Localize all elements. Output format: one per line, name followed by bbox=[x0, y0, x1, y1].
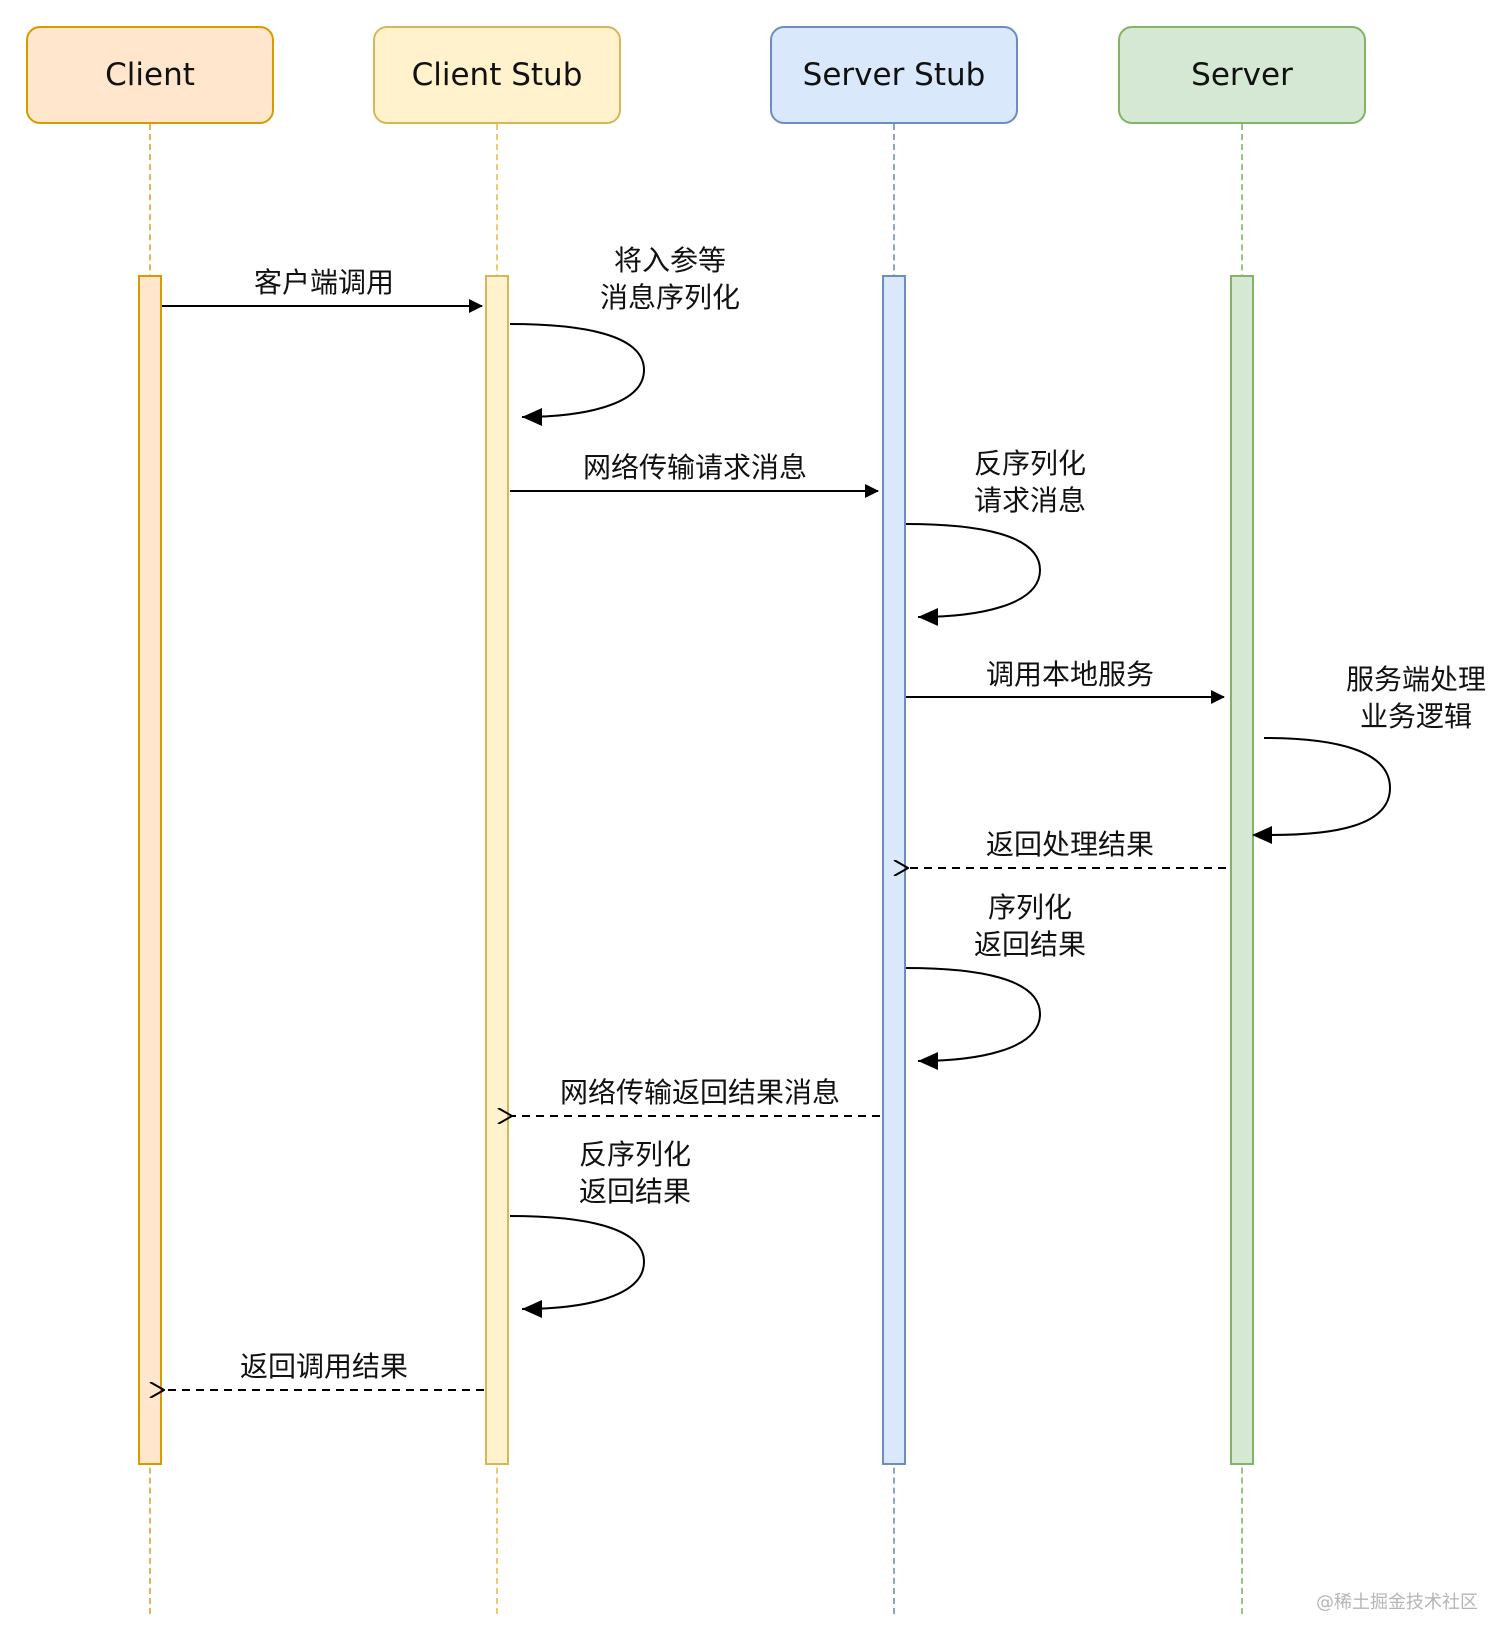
label-deserialize-request: 反序列化 请求消息 bbox=[950, 445, 1110, 519]
label-network-response: 网络传输返回结果消息 bbox=[559, 1076, 840, 1109]
label-deserialize-request-line2: 请求消息 bbox=[973, 484, 1086, 517]
actor-server-label: Server bbox=[1191, 57, 1293, 93]
label-network-request: 网络传输请求消息 bbox=[582, 451, 807, 484]
self-loop-deserialize-request bbox=[905, 523, 1042, 618]
label-deserialize-request-line1: 反序列化 bbox=[973, 447, 1086, 480]
label-business-logic: 服务端处理 业务逻辑 bbox=[1326, 661, 1506, 735]
label-business-logic-line1: 服务端处理 bbox=[1345, 663, 1486, 696]
watermark: @稀土掘金技术社区 bbox=[1316, 1592, 1478, 1613]
label-serialize-response-line1: 序列化 bbox=[987, 891, 1072, 924]
actor-client-stub-label: Client Stub bbox=[411, 57, 583, 93]
self-loop-business-logic-head bbox=[1252, 826, 1272, 844]
label-client-call: 客户端调用 bbox=[253, 266, 394, 299]
actor-client-label: Client bbox=[105, 57, 195, 93]
self-loop-serialize-request bbox=[509, 323, 646, 418]
actor-client: Client bbox=[26, 26, 274, 124]
label-deserialize-response-line1: 反序列化 bbox=[578, 1138, 691, 1171]
activation-server bbox=[1230, 275, 1254, 1465]
actor-server-stub: Server Stub bbox=[770, 26, 1018, 124]
actor-client-stub: Client Stub bbox=[373, 26, 621, 124]
label-serialize-response: 序列化 返回结果 bbox=[950, 889, 1110, 963]
label-return-processing-result: 返回处理结果 bbox=[985, 828, 1154, 861]
label-serialize-response-line2: 返回结果 bbox=[973, 928, 1086, 961]
self-loop-serialize-request-head bbox=[522, 408, 542, 426]
label-invoke-local-service: 调用本地服务 bbox=[985, 658, 1154, 691]
actor-server: Server bbox=[1118, 26, 1366, 124]
self-loop-deserialize-request-head bbox=[918, 608, 938, 626]
label-business-logic-line2: 业务逻辑 bbox=[1359, 700, 1472, 733]
self-loop-deserialize-response-head bbox=[522, 1300, 542, 1318]
self-loop-serialize-response bbox=[905, 967, 1042, 1062]
actor-server-stub-label: Server Stub bbox=[802, 57, 986, 93]
label-deserialize-response: 反序列化 返回结果 bbox=[555, 1136, 715, 1210]
label-serialize-request: 将入参等 消息序列化 bbox=[580, 242, 760, 316]
self-loop-business-logic bbox=[1263, 737, 1392, 836]
activation-client bbox=[138, 275, 162, 1465]
label-serialize-request-line1: 将入参等 bbox=[613, 244, 726, 277]
label-serialize-request-line2: 消息序列化 bbox=[599, 281, 740, 314]
activation-client-stub bbox=[485, 275, 509, 1465]
label-return-call-result: 返回调用结果 bbox=[239, 1350, 408, 1383]
self-loop-serialize-response-head bbox=[918, 1052, 938, 1070]
label-deserialize-response-line2: 返回结果 bbox=[578, 1175, 691, 1208]
self-loop-deserialize-response bbox=[509, 1215, 646, 1310]
